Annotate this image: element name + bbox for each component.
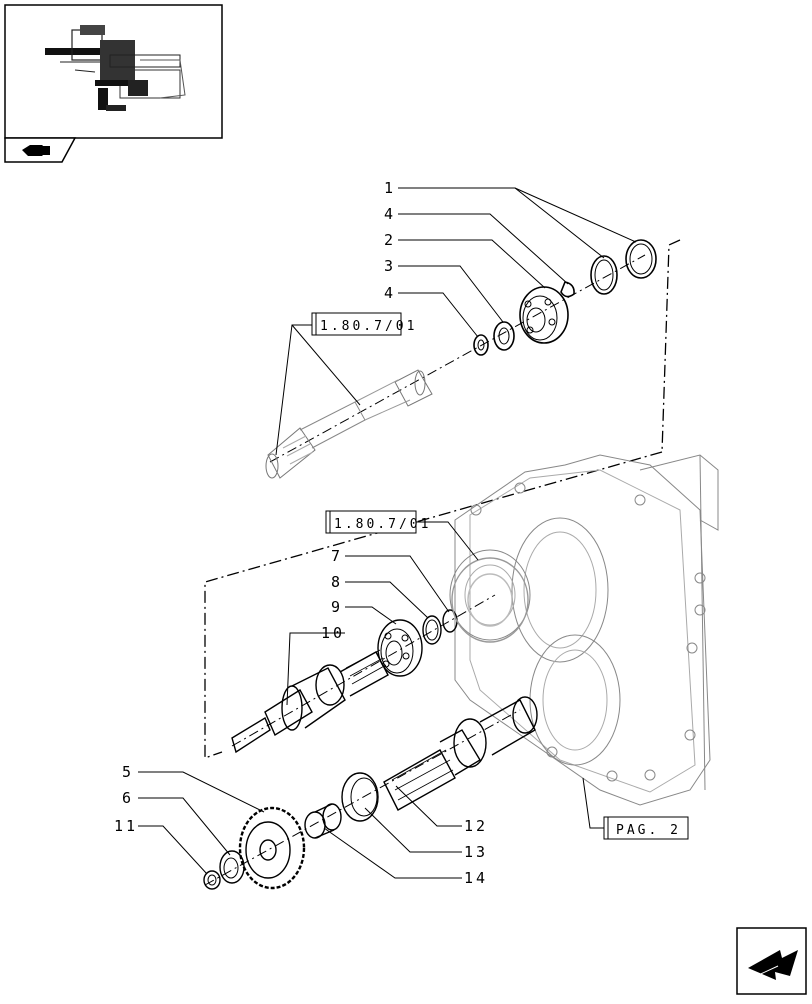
callout-labels: 1 4 2 3 4 7 8 9 10 5 6 11 12 13 14 bbox=[114, 179, 488, 887]
tractor-section-icon[interactable] bbox=[4, 137, 77, 163]
reference-box-middle[interactable]: 1.80.7/01 bbox=[325, 510, 431, 534]
reference-label-middle: 1.80.7/01 bbox=[334, 517, 431, 532]
upper-bearing-set bbox=[473, 239, 657, 356]
callout-8: 8 bbox=[331, 573, 343, 591]
callout-13: 13 bbox=[464, 843, 488, 861]
callout-4-upper: 4 bbox=[384, 205, 396, 223]
callout-6: 6 bbox=[122, 789, 134, 807]
next-page-arrow-icon[interactable] bbox=[736, 927, 807, 995]
callout-14: 14 bbox=[464, 869, 488, 887]
callout-1: 1 bbox=[384, 179, 396, 197]
callout-9: 9 bbox=[331, 598, 343, 616]
callout-11: 11 bbox=[114, 817, 138, 835]
gearbox-housing bbox=[449, 454, 719, 806]
callout-2: 2 bbox=[384, 231, 396, 249]
upper-shaft-assembly bbox=[265, 254, 646, 479]
assembly-boundary bbox=[204, 239, 681, 759]
callout-5: 5 bbox=[122, 763, 134, 781]
reference-label-page: PAG. 2 bbox=[616, 823, 681, 838]
reference-box-upper[interactable]: 1.80.7/01 bbox=[311, 312, 417, 336]
assembly-thumbnail-icon[interactable] bbox=[4, 4, 223, 139]
leader-lines bbox=[138, 187, 637, 879]
reference-label-upper: 1.80.7/01 bbox=[320, 319, 417, 334]
callout-12: 12 bbox=[464, 817, 488, 835]
callout-7: 7 bbox=[331, 547, 343, 565]
lower-shaft-assembly bbox=[203, 696, 538, 890]
callout-3: 3 bbox=[384, 257, 396, 275]
middle-shaft-assembly bbox=[231, 557, 529, 754]
callout-10: 10 bbox=[321, 624, 345, 642]
reference-box-page[interactable]: PAG. 2 bbox=[603, 816, 689, 840]
callout-4-lower: 4 bbox=[384, 284, 396, 302]
